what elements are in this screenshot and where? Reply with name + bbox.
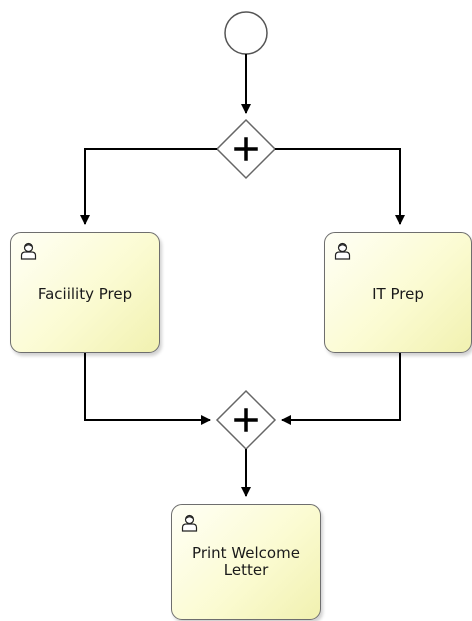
task-facility-prep[interactable]: Faciility Prep	[10, 232, 160, 353]
task-label-line-2: Letter	[223, 561, 269, 579]
start-event[interactable]	[224, 11, 268, 55]
plus-icon	[234, 408, 258, 432]
sequence-flow-facility-to-join[interactable]	[84, 353, 211, 425]
sequence-flow-split-to-it[interactable]	[275, 148, 405, 225]
task-label-line-1: Print Welcome	[192, 544, 300, 562]
task-it-prep[interactable]: IT Prep	[324, 232, 472, 353]
task-print-welcome-letter[interactable]: Print Welcome Letter	[171, 504, 321, 620]
task-label: IT Prep	[372, 285, 424, 303]
sequence-flow-split-to-facility[interactable]	[80, 148, 217, 225]
parallel-gateway-split[interactable]	[215, 118, 277, 180]
parallel-gateway-join[interactable]	[215, 389, 277, 451]
task-label: Faciility Prep	[37, 285, 133, 303]
sequence-flow-it-to-join[interactable]	[281, 353, 401, 425]
user-icon	[20, 242, 37, 260]
user-icon	[334, 242, 351, 260]
plus-icon	[234, 137, 258, 161]
user-icon	[181, 514, 198, 532]
